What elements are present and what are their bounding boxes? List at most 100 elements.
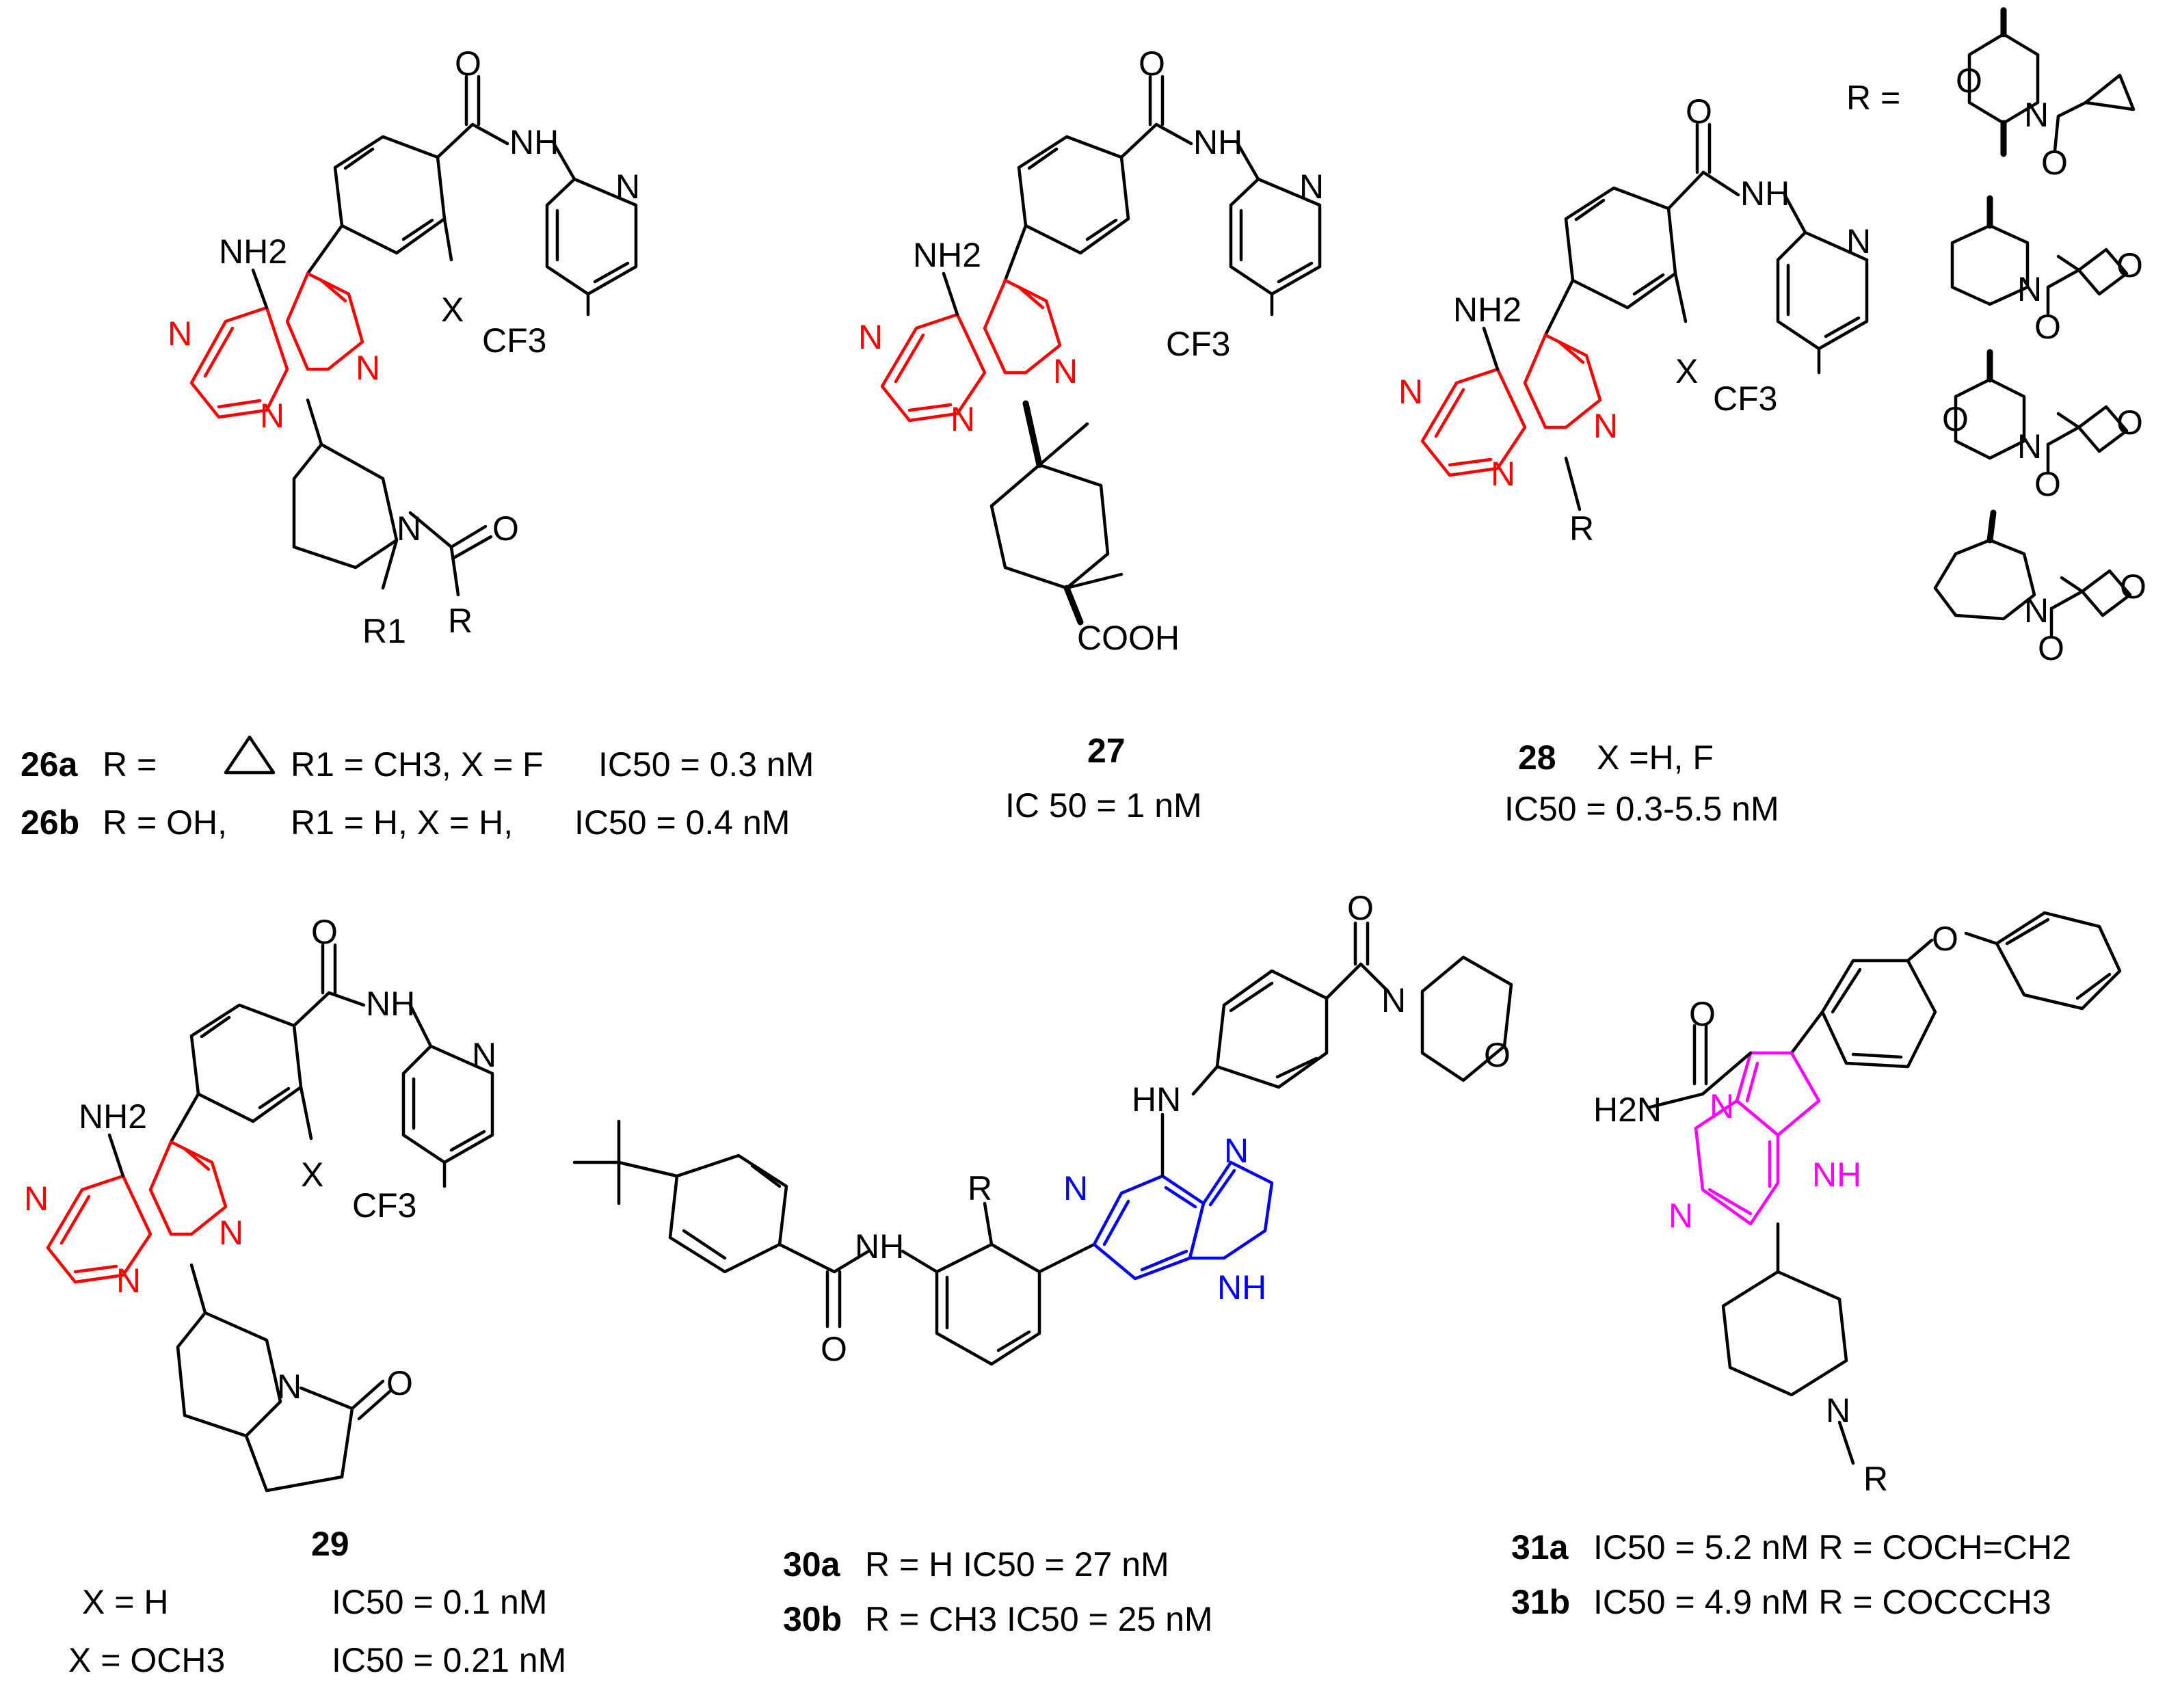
c29-r1-x: X = H — [82, 1583, 168, 1621]
c29-n3-label: N — [116, 1262, 141, 1300]
c26-cf3-label: CF3 — [482, 321, 546, 360]
c27-npy-label: N — [1299, 168, 1324, 206]
c28-n1-label: N — [1398, 373, 1423, 411]
c31-h2n-label: H2N — [1593, 1091, 1662, 1129]
c29-n1-label: N — [24, 1179, 49, 1218]
rg3-n: N — [2017, 427, 2042, 466]
compound-30-caption: 30a R = H IC50 = 27 nM 30b R = CH3 IC50 … — [783, 1545, 1213, 1638]
c26-o-label: O — [455, 44, 481, 83]
c26-nh2-label: NH2 — [219, 232, 287, 271]
c27-cooh-label: COOH — [1077, 619, 1180, 657]
compound-30-structure: O N O HN N N NH R NH O — [572, 889, 1513, 1368]
compound-31-caption: 31a IC50 = 5.2 nM R = COCH=CH2 31b IC50 … — [1511, 1528, 2071, 1621]
c30-nmorph-label: N — [1381, 981, 1406, 1019]
c29-cf3-label: CF3 — [352, 1186, 416, 1225]
c28-n2-label: N — [1593, 407, 1618, 445]
compound-26-structure: O NH N NH2 N N N X CF3 N O R R1 — [168, 44, 640, 650]
c29-nh2-label: NH2 — [79, 1097, 147, 1136]
rg3-o2: O — [2116, 403, 2143, 442]
c28-ic: IC50 = 0.3-5.5 nM — [1504, 790, 1779, 828]
c27-nh2-label: NH2 — [913, 236, 981, 274]
compound-28-r-groups: R = O N O N O O — [1846, 7, 2146, 667]
c31-r-label: R — [1863, 1460, 1888, 1498]
c29-r2-ic: IC50 = 0.21 nM — [332, 1641, 566, 1679]
c27-id: 27 — [1087, 732, 1126, 770]
c28-n3-label: N — [1491, 455, 1515, 493]
c26a-r: R = — [103, 745, 157, 784]
c31-npz-label: N — [1669, 1197, 1693, 1235]
c28-r-def: R = — [1846, 79, 1900, 117]
c26a-ic: IC50 = 0.3 nM — [598, 745, 814, 784]
rg3-o3: O — [2034, 465, 2061, 503]
c26b-r: R = OH, — [103, 803, 227, 842]
c26-nh-label: NH — [509, 123, 559, 161]
rg2-n: N — [2017, 270, 2042, 308]
c30-oam-label: O — [821, 1330, 847, 1368]
c31b-id: 31b — [1511, 1583, 1570, 1621]
compound-27-structure: O NH N NH2 N N N CF3 COOH — [858, 44, 1324, 657]
c30b-text: R = CH3 IC50 = 25 nM — [865, 1600, 1213, 1638]
rg4-o1: O — [2120, 568, 2146, 606]
rg1-n: N — [2024, 96, 2049, 134]
c31a-id: 31a — [1511, 1528, 1569, 1566]
c29-nlac-label: N — [277, 1367, 302, 1406]
c26b-ic: IC50 = 0.4 nM — [574, 803, 790, 842]
compound-26-caption: 26a R = R1 = CH3, X = F IC50 = 0.3 nM 26… — [21, 735, 814, 842]
c28-nh-label: NH — [1740, 174, 1790, 213]
c29-r2-x: X = OCH3 — [68, 1641, 225, 1679]
c29-nh-label: NH — [366, 985, 415, 1023]
c26a-id: 26a — [21, 745, 79, 784]
c29-x-label: X — [301, 1156, 323, 1194]
c27-n2-label: N — [1053, 352, 1078, 390]
c30-omorph-label: O — [1484, 1036, 1511, 1074]
c26b-r1: R1 = H, X = H, — [291, 803, 513, 842]
c29-id: 29 — [311, 1525, 349, 1563]
c26b-id: 26b — [21, 803, 79, 842]
c30a-id: 30a — [783, 1545, 841, 1584]
rg3-o1: O — [1942, 400, 1969, 438]
compound-29-structure: O NH N NH2 N N N X CF3 N O — [24, 913, 496, 1493]
c30-o1-label: O — [1347, 889, 1374, 927]
c26-n2-label: N — [356, 349, 380, 387]
c27-n1-label: N — [858, 318, 883, 356]
c26-o2-label: O — [492, 509, 519, 548]
cyclopropyl-icon — [224, 735, 276, 775]
c31-npip-label: N — [1826, 1391, 1850, 1430]
compound-28-structure: O NH N NH2 N N N X CF3 R — [1398, 92, 1871, 548]
c26-r-label: R — [448, 602, 473, 640]
c29-o-label: O — [311, 913, 338, 951]
c26-x-label: X — [441, 291, 464, 329]
c28-nh2-label: NH2 — [1453, 291, 1521, 329]
c27-nh-label: NH — [1193, 123, 1242, 161]
c26-n1-label: N — [168, 315, 192, 353]
rg2-o1: O — [2116, 246, 2143, 284]
c29-r1-ic: IC50 = 0.1 nM — [332, 1583, 547, 1621]
c30-hn-label: HN — [1132, 1080, 1181, 1119]
c27-cf3-label: CF3 — [1166, 325, 1230, 363]
c31-nh-label: NH — [1812, 1156, 1861, 1194]
c31a-text: IC50 = 5.2 nM R = COCH=CH2 — [1593, 1528, 2071, 1566]
rg1-o2: O — [2041, 144, 2068, 182]
c30-nim-label: N — [1224, 1132, 1249, 1170]
c28-o-label: O — [1686, 92, 1712, 131]
compound-27-caption: 27 IC 50 = 1 nM — [1005, 732, 1202, 825]
c30-npyr-label: N — [1063, 1169, 1088, 1207]
c28-x-label: X — [1675, 352, 1698, 390]
c30a-text: R = H IC50 = 27 nM — [865, 1545, 1169, 1584]
c31-o-label: O — [1932, 920, 1958, 958]
c28-cf3-label: CF3 — [1713, 379, 1777, 418]
c27-o-label: O — [1139, 44, 1165, 83]
c26-npy-label: N — [615, 168, 640, 206]
c28-id: 28 — [1518, 738, 1556, 777]
rg4-n: N — [2024, 591, 2049, 630]
c26-n3-label: N — [260, 397, 284, 435]
compound-28-caption: 28 X =H, F IC50 = 0.3-5.5 nM — [1504, 738, 1779, 828]
r-group-4: N O O — [1933, 509, 2146, 667]
c26-r1-label: R1 — [362, 612, 406, 650]
c28-npy-label: N — [1846, 222, 1871, 261]
c30-nham-label: NH — [855, 1227, 904, 1266]
c28-x: X =H, F — [1597, 738, 1714, 777]
compound-31-structure: O H2N O N NH N N R — [1593, 911, 2122, 1498]
c31-nbridge-label: N — [1710, 1087, 1734, 1125]
